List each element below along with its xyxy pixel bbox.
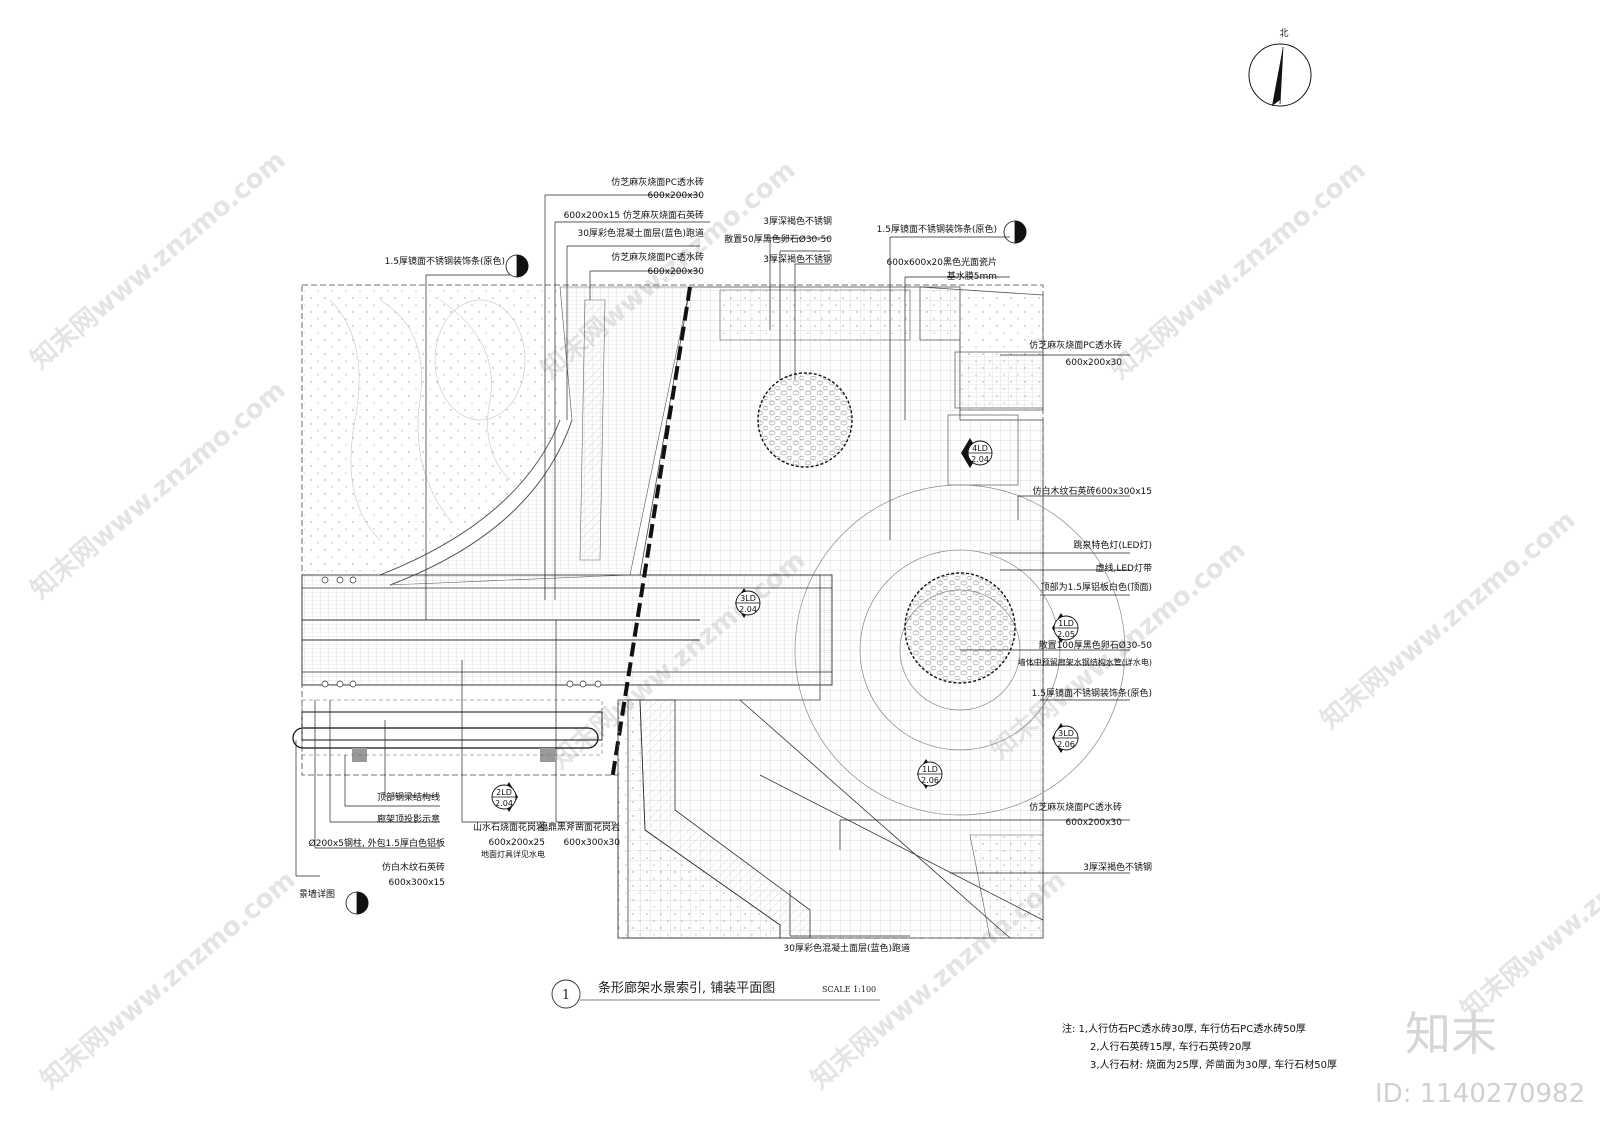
annotation-label: 3厚深褐色不锈钢 xyxy=(763,215,832,227)
index-mark-bottom: 2.04 xyxy=(495,799,513,808)
annotation-label: 600x200x30 xyxy=(648,267,705,277)
annotation-label: 仿白木纹石英砖600x300x15 xyxy=(1033,485,1152,497)
track-band xyxy=(617,699,1044,939)
note-line: 3,人行石材: 烧面为25厚, 斧凿面为30厚, 车行石材50厚 xyxy=(1090,1058,1337,1071)
leader-lines xyxy=(295,194,1130,937)
annotation-label: 3厚深褐色不锈钢 xyxy=(1083,861,1152,873)
annotation-label: 1.5厚镜面不锈钢装饰条(原色) xyxy=(385,255,505,267)
section-markers xyxy=(345,220,1027,915)
index-mark: 3LD 2.06 xyxy=(1052,723,1079,753)
index-mark-top: 2LD xyxy=(496,788,512,797)
index-mark-bottom: 2.06 xyxy=(921,776,939,785)
annotation-label: 顶部钢梁结构线 xyxy=(377,791,440,803)
pebble-circle xyxy=(757,372,853,468)
drawing-title: 1 条形廊架水景索引, 铺装平面图 SCALE 1:100 xyxy=(551,979,880,1009)
index-mark-bottom: 2.04 xyxy=(739,605,757,614)
annotation-label: 基水膜5mm xyxy=(947,270,997,282)
annotation-label: 山水石烧面花岗岩 xyxy=(473,821,545,833)
index-mark-top: 1LD xyxy=(1058,619,1074,628)
index-mark-top: 3LD xyxy=(1058,729,1074,738)
annotation-label: 1.5厚镜面不锈钢装饰条(原色) xyxy=(877,223,997,235)
north-arrow: 北 xyxy=(1248,28,1312,107)
annotation-label: 30厚彩色混凝土面层(蓝色)跑道 xyxy=(784,942,910,954)
annotation-label: 虚线,LED灯带 xyxy=(1096,562,1153,574)
annotation-label: 仿白木纹石英砖 xyxy=(382,861,445,873)
annotation-label: 廊架顶投影示意 xyxy=(377,813,440,825)
annotation-label: 顶部为1.5厚铝板白色(顶面) xyxy=(1041,581,1152,593)
annotation-label: 600x600x20黑色光面瓷片 xyxy=(887,256,997,268)
annotation-label: 600x200x30 xyxy=(648,191,705,201)
annotation-label: 墙体中预留廊架水钢结构水管(详水电) xyxy=(1018,657,1152,667)
annotation-label: 600x300x15 xyxy=(389,878,445,888)
annotation-label: 景墙详图 xyxy=(299,888,335,900)
annotation-label: Ø200x5钢柱, 外包1.5厚白色铝板 xyxy=(309,837,445,849)
index-mark-bottom: 2.05 xyxy=(1057,630,1075,639)
brand-id: ID: 1140270982 xyxy=(1375,1079,1585,1109)
annotation-label: 散置50厚黑色卵石Ø30-50 xyxy=(724,233,832,245)
annotation-label: 仿芝麻灰烧面PC透水砖 xyxy=(611,176,704,188)
watermark-text: 知末网www.znzmo.com xyxy=(1455,795,1600,1025)
north-label: 北 xyxy=(1279,28,1288,39)
general-notes: 注: 1,人行仿石PC透水砖30厚, 车行仿石PC透水砖50厚 2,人行石英砖1… xyxy=(1062,1022,1337,1071)
title-number: 1 xyxy=(562,988,570,1003)
brand-watermark: 知末 ID: 1140270982 xyxy=(1375,1007,1585,1109)
annotation-label: 1.5厚镜面不锈钢装饰条(原色) xyxy=(1032,687,1152,699)
annotation-label: 30厚彩色混凝土面层(蓝色)跑道 xyxy=(578,227,704,239)
annotation-label: 600x200x30 xyxy=(1066,358,1123,368)
index-mark: 1LD 2.05 xyxy=(1052,613,1079,643)
watermark-text: 知末网www.znzmo.com xyxy=(1315,505,1581,735)
feature-wall-strip xyxy=(292,699,603,762)
annotation-label: 3厚深褐色不锈钢 xyxy=(763,253,832,265)
title-scale: SCALE 1:100 xyxy=(822,985,876,994)
note-line: 2,人行石英砖15厚, 车行石英砖20厚 xyxy=(1090,1040,1251,1053)
annotation-label: 地面灯具详见水电 xyxy=(481,849,545,859)
pebble-circle xyxy=(904,572,1016,684)
watermark-text: 知末网www.znzmo.com xyxy=(1105,155,1371,385)
index-mark-top: 4LD xyxy=(972,444,988,453)
annotation-label: 跳泉特色灯(LED灯) xyxy=(1073,539,1152,551)
watermark-text: 知末网www.znzmo.com xyxy=(35,865,301,1095)
watermark-text: 知末网www.znzmo.com xyxy=(25,375,291,605)
annotation-label: 600x200x30 xyxy=(1066,818,1123,828)
annotation-label: 散置100厚黑色卵石Ø30-50 xyxy=(1039,639,1153,651)
annotation-label: 600x200x25 xyxy=(489,838,545,848)
index-mark-bottom: 2.06 xyxy=(1057,740,1075,749)
annotation-label: 600x200x15 仿芝麻灰烧面石英砖 xyxy=(564,209,704,221)
annotation-label: 仿芝麻灰烧面PC透水砖 xyxy=(1029,339,1122,351)
annotation-label: 仿芝麻灰烧面PC透水砖 xyxy=(1029,801,1122,813)
annotation-label: 600x300x30 xyxy=(564,838,621,848)
index-mark: 1LD 2.06 xyxy=(917,759,943,789)
index-mark-top: 3LD xyxy=(740,594,756,603)
annotation-label: 仿芝麻灰烧面PC透水砖 xyxy=(611,251,704,263)
watermark-text: 知末网www.znzmo.com xyxy=(25,145,291,375)
title-text: 条形廊架水景索引, 铺装平面图 xyxy=(598,980,775,996)
brand-name: 知末 xyxy=(1405,1007,1497,1061)
index-mark: 2LD 2.04 xyxy=(491,782,518,812)
index-mark-top: 1LD xyxy=(922,765,938,774)
index-mark-bottom: 2.04 xyxy=(971,455,989,464)
running-track xyxy=(610,286,692,781)
index-mark: 4LD 2.04 xyxy=(961,438,993,468)
note-line: 注: 1,人行仿石PC透水砖30厚, 车行仿石PC透水砖50厚 xyxy=(1062,1022,1306,1035)
annotation-label: 福鼎黑斧凿面花岗岩 xyxy=(539,821,620,833)
index-mark: 3LD 2.04 xyxy=(735,588,761,618)
annotations: 仿芝麻灰烧面PC透水砖 600x200x30 600x200x15 仿芝麻灰烧面… xyxy=(299,176,1152,954)
